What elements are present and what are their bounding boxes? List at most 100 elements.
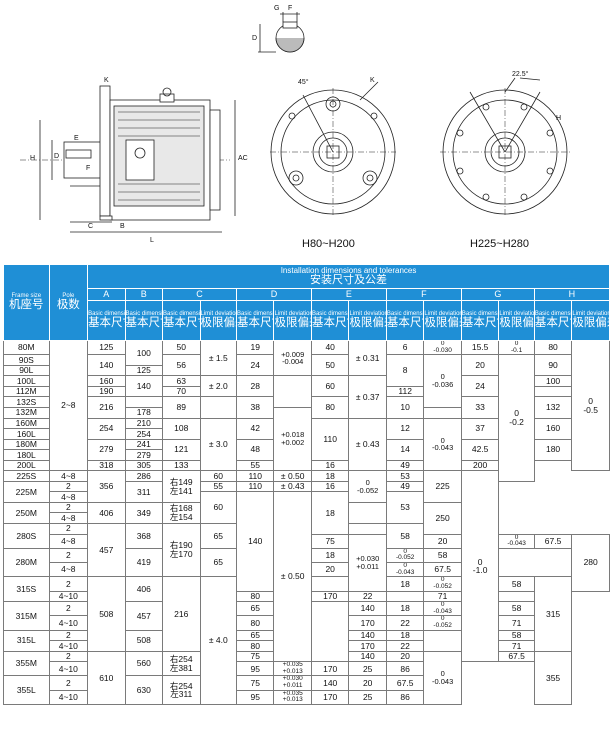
pole-cell: 2~8 [48,339,89,472]
frame-cell: 180M [3,438,50,451]
f-cell: 20 [423,533,462,549]
frame-cell: 132M [3,407,50,419]
label-b: B [120,223,125,230]
label-d: D [54,153,59,160]
a-cell: 318 [87,459,126,472]
frame-cell: 280S [3,523,50,549]
d-cell: 80 [235,640,275,652]
g-cell: 33 [460,396,500,419]
frame-cell: 355M [3,650,50,677]
g-cell: 58 [498,629,535,642]
header-e: E [310,288,387,301]
d-cell: 28 [235,375,275,398]
e-cell: 140 [348,601,387,617]
frame-cell: 315M [3,601,50,631]
frame-cell: 250M [3,501,50,525]
c-cell: 121 [162,438,201,461]
g-cell: 58 [423,547,462,564]
f-cell: 10 [385,396,425,419]
f-cell: 18 [385,601,425,617]
g-cell: 58 [498,576,535,592]
c-cell: 89 [162,396,201,419]
header-f-basic: Basic dimensions基本尺寸 [385,300,425,341]
d-cell: 65 [235,629,275,642]
header-c-basic: Basic dimensions基本尺寸 [162,300,201,341]
g-cell: 53 [385,470,425,482]
c-cell: 50 [162,339,201,356]
e-cell: 110 [235,470,275,482]
g-cell: 67.5 [385,675,425,691]
a-cell: 160 [87,375,126,387]
h-tol-cell: 0-0.5 [571,339,610,472]
g-cell: 15.5 [460,339,500,356]
f-cell: 18 [310,491,350,535]
h-cell: 180 [533,438,573,461]
d-tol-cell: +0.035+0.013 [273,689,312,705]
header-e-basic: Basic dimensions基本尺寸 [310,300,350,341]
frame-cell: 200L [3,459,50,472]
d-cell: 75 [235,675,275,691]
d-cell: 65 [235,601,275,617]
table-row: 160M 254 210 108 ± 3.0 42 110 ± 0.43 12 … [3,417,610,472]
h-cell: 315 [533,576,573,652]
g-cell: 86 [385,689,425,705]
f-tol-cell: 0-0.043 [498,533,535,549]
c-cell: 63 [162,375,201,387]
label-k-side: K [104,77,109,84]
g-cell: 86 [385,661,425,677]
d-cell: 19 [235,339,275,356]
frame-cell: 180L [3,449,50,461]
f-cell: 16 [310,459,350,472]
f-tol-cell: 0-0.052 [348,470,387,503]
d-tol-cell: +0.030+0.011 [348,533,387,592]
b-cell: 457 [124,601,164,631]
header-d: D [235,288,312,301]
h-cell: 90 [533,354,573,377]
header-g-basic: Basic dimensions基本尺寸 [460,300,500,341]
h-cell: 225 [423,470,462,503]
header-h-limit: Limit deviation极限偏差 [571,300,610,341]
header-g: G [460,288,535,301]
label-f: F [86,165,90,172]
label-45: 45° [298,78,309,86]
g-cell: 67.5 [498,650,535,663]
pole-cell: 4~8 [48,562,89,578]
table-row: 225M 2 311 55 110 ± 0.43 16 49 [3,480,610,503]
h-cell: 80 [533,339,573,356]
c-cell: 70 [162,385,201,398]
d-cell: 75 [235,650,275,663]
f-tol-cell: 0-0.052 [423,576,462,592]
c-tol-cell: ± 3.0 [199,417,237,472]
frame-cell: 355L [3,675,50,705]
a-cell: 279 [87,438,126,461]
flange-view-h225-h280 [440,77,570,216]
f-cell: 20 [348,675,387,691]
label-shaft-f: F [288,5,292,12]
f-cell: 18 [385,576,425,592]
a-cell: 216 [87,396,126,419]
e-tol-cell: ± 0.50 [273,470,312,482]
b-cell: 241 [124,438,164,451]
g-tol-cell: 0-0.2 [498,354,535,482]
label-22-5: 22.5° [512,70,529,78]
table-row: 4~8 60 140 ± 0.50 18 53 [4,491,610,663]
f-tol-cell [348,501,387,525]
e-tol-cell: ± 0.50 [273,491,312,663]
f-tol-cell: 0-0.043 [423,417,462,472]
h-cell: 160 [533,417,573,440]
side-view-motor [20,85,236,233]
e-cell: 110 [235,480,275,493]
f-cell: 20 [385,650,425,663]
table-row: 132M 178 +0.018+0.002 [3,406,610,472]
pole-cell: 2 [48,523,89,535]
frame-cell: 225S [3,470,50,482]
a-cell: 190 [87,385,126,398]
f-tol-cell [385,590,425,603]
pole-cell: 2 [48,547,89,564]
header-c: C [162,288,237,301]
b-cell: 311 [124,480,164,503]
f-tol-cell: 0-0.052 [385,547,425,564]
